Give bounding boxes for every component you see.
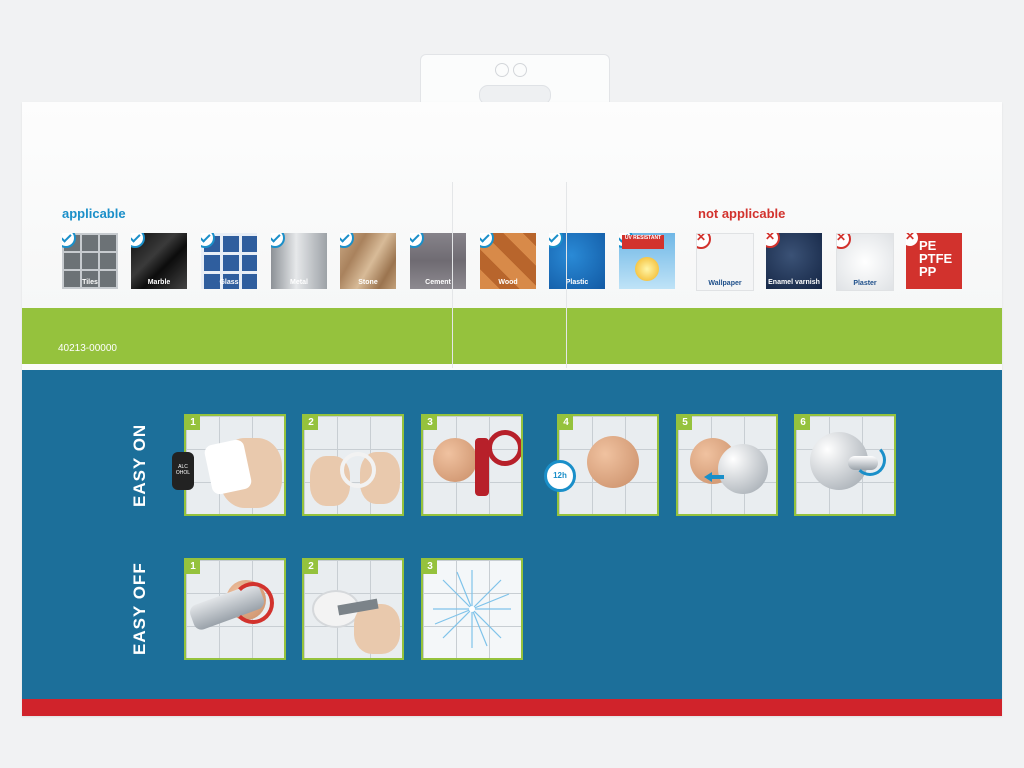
- hook-arm: [848, 456, 878, 470]
- marble-label: Marble: [147, 279, 171, 286]
- surface-compatibility-band: applicable not applicable Tiles Marble G…: [22, 102, 1002, 308]
- applicable-label: applicable: [62, 206, 126, 221]
- step-number: 6: [796, 416, 810, 430]
- step-number: 2: [304, 560, 318, 574]
- plaster-label: Plaster: [853, 280, 877, 287]
- wait-12h-icon: 12h: [544, 460, 576, 492]
- fold-seam: [452, 182, 453, 368]
- plastic-pp: PP: [919, 264, 937, 279]
- uv-resistant-swatch: UV RESISTANT: [619, 233, 675, 289]
- check-icon: [480, 233, 494, 248]
- adhesive-disc: [433, 438, 477, 482]
- glass-swatch: Glass: [201, 233, 257, 289]
- wallpaper-swatch: Wallpaper: [696, 233, 754, 291]
- step-number: 1: [186, 560, 200, 574]
- uv-resistant-label: UV RESISTANT: [622, 235, 664, 249]
- easy-off-step-3: 3: [421, 558, 523, 660]
- plastics-swatch: PE PTFE PP: [906, 233, 962, 289]
- product-code: 40213-00000: [58, 343, 117, 354]
- package-back: applicable not applicable Tiles Marble G…: [22, 102, 1002, 716]
- metal-swatch: Metal: [271, 233, 327, 289]
- easy-on-step-2: 2: [302, 414, 404, 516]
- not-applicable-label: not applicable: [698, 206, 786, 221]
- tiles-label: Tiles: [82, 279, 98, 286]
- cross-icon: [837, 234, 851, 249]
- tool-handle: [475, 438, 489, 496]
- step-number: 2: [304, 416, 318, 430]
- hang-tab-dot: [513, 63, 527, 77]
- sparkle-icon: [433, 570, 511, 648]
- cross-icon: [697, 234, 711, 249]
- step-number: 1: [186, 416, 200, 430]
- easy-on-step-1: 1: [184, 414, 286, 516]
- easy-on-step-3: 3: [421, 414, 523, 516]
- hang-tab-dot: [495, 63, 509, 77]
- instructions-panel: EASY ON EASY OFF 1 2 3: [22, 370, 1002, 699]
- plastics-list: PE PTFE PP: [919, 239, 952, 278]
- marble-swatch: Marble: [131, 233, 187, 289]
- adhesive-ring: [340, 452, 376, 488]
- cement-swatch: Cement: [410, 233, 466, 289]
- check-icon: [549, 233, 563, 248]
- stone-swatch: Stone: [340, 233, 396, 289]
- rotate-arrow-icon: [232, 582, 274, 624]
- check-icon: [62, 233, 76, 248]
- easy-on-title: EASY ON: [130, 423, 149, 507]
- check-icon: [340, 233, 354, 248]
- cement-label: Cement: [425, 279, 451, 286]
- plaster-swatch: Plaster: [836, 233, 894, 291]
- cross-icon: [766, 233, 780, 248]
- easy-on-step-5: 5: [676, 414, 778, 516]
- sun-icon: [635, 257, 659, 281]
- step-number: 3: [423, 560, 437, 574]
- easy-on-step-4: 4: [557, 414, 659, 516]
- arrow-left-icon: [704, 472, 724, 482]
- adhesive-disc: [587, 436, 639, 488]
- easy-off-title: EASY OFF: [130, 562, 149, 655]
- check-icon: [201, 233, 215, 248]
- easy-on-step-6: 6: [794, 414, 896, 516]
- easy-off-step-2: 2: [302, 558, 404, 660]
- enamel-varnish-swatch: Enamel varnish: [766, 233, 822, 289]
- cross-icon: [906, 233, 920, 248]
- easy-off-step-1: 1: [184, 558, 286, 660]
- alcohol-label: ALC OHOL: [175, 464, 191, 476]
- tiles-swatch: Tiles: [62, 233, 118, 289]
- green-band: 40213-00000: [22, 308, 1002, 364]
- red-stripe: [22, 699, 1002, 716]
- tool-ring: [487, 430, 521, 466]
- glass-label: Glass: [219, 279, 239, 286]
- plastic-ptfe: PTFE: [919, 251, 953, 266]
- hook-plate: [718, 444, 768, 494]
- step-number: 4: [559, 416, 573, 430]
- check-icon: [271, 233, 285, 248]
- enamel-varnish-label: Enamel varnish: [768, 279, 820, 286]
- plastic-label: Plastic: [565, 279, 589, 286]
- step-number: 3: [423, 416, 437, 430]
- wallpaper-label: Wallpaper: [708, 280, 742, 287]
- rotate-arrow-icon: [854, 444, 886, 476]
- wood-label: Wood: [498, 279, 518, 286]
- check-icon: [131, 233, 145, 248]
- hand: [354, 604, 400, 654]
- metal-label: Metal: [290, 279, 308, 286]
- wood-swatch: Wood: [480, 233, 536, 289]
- alcohol-bottle: ALC OHOL: [172, 452, 194, 490]
- stone-label: Stone: [358, 279, 378, 286]
- plastic-pe: PE: [919, 238, 937, 253]
- fold-seam: [566, 182, 567, 368]
- plastic-swatch: Plastic: [549, 233, 605, 289]
- step-number: 5: [678, 416, 692, 430]
- check-icon: [410, 233, 424, 248]
